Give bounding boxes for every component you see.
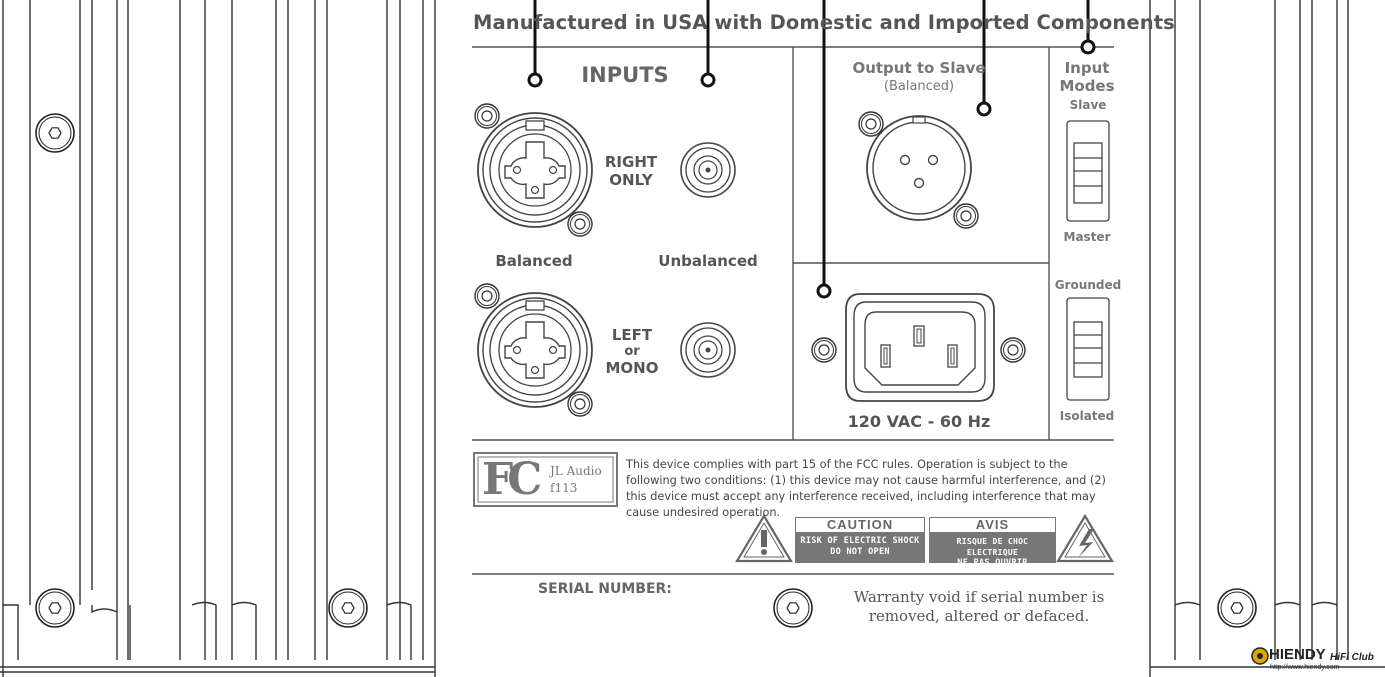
fcc-mark: FC [482, 454, 542, 505]
unbalanced-label: Unbalanced [658, 252, 758, 270]
warranty-notice: Warranty void if serial number is remove… [853, 588, 1105, 625]
mounting-screw [35, 113, 75, 153]
warning-exclamation-icon [735, 513, 793, 563]
balanced-left-connector [477, 292, 593, 408]
balanced-right-connector [477, 112, 593, 228]
fcc-logo [473, 452, 618, 507]
mounting-screw [1217, 588, 1257, 628]
grounded-label: Grounded [1054, 278, 1122, 292]
slave-label: Slave [1069, 98, 1107, 112]
hiendy-logo-icon [1251, 647, 1269, 665]
heatsink-left [0, 0, 436, 677]
inputs-heading: INPUTS [581, 63, 669, 87]
left-mono-label: LEFT or MONO [605, 326, 659, 377]
mounting-screw [35, 588, 75, 628]
power-inlet [845, 293, 995, 402]
ground-switch [1066, 297, 1110, 401]
hiendy-watermark: HIENDY HiFi Club http://www.hiendy.com [1269, 646, 1374, 671]
power-rating-label: 120 VAC - 60 Hz [847, 412, 991, 431]
output-balanced-label: (Balanced) [883, 79, 955, 94]
manufacture-title: Manufactured in USA with Domestic and Im… [473, 11, 1175, 34]
output-to-slave-label: Output to Slave [852, 59, 986, 77]
warning-lightning-icon [1056, 513, 1114, 563]
panel-outline [472, 46, 1114, 575]
serial-number-label: SERIAL NUMBER: [538, 581, 672, 597]
fcc-brand: JL Audio [550, 464, 602, 478]
mounting-screw [773, 588, 813, 628]
input-modes-title: Input Modes [1059, 59, 1115, 95]
heatsink-right [1149, 0, 1385, 677]
mounting-screw [328, 588, 368, 628]
balanced-label: Balanced [495, 252, 573, 270]
right-only-label: RIGHT ONLY [604, 153, 658, 189]
fcc-model: f113 [550, 481, 578, 495]
fcc-compliance-notice: This device complies with part 15 of the… [626, 458, 1106, 519]
output-xlr-connector [866, 115, 972, 221]
caution-label: CAUTION RISK OF ELECTRIC SHOCK DO NOT OP… [795, 517, 925, 563]
input-mode-switch [1066, 120, 1110, 222]
master-label: Master [1063, 230, 1111, 244]
unbalanced-left-rca [680, 322, 736, 378]
avis-label: AVIS RISQUE DE CHOC ELECTRIQUE NE PAS OU… [929, 517, 1056, 568]
unbalanced-right-rca [680, 142, 736, 198]
isolated-label: Isolated [1059, 409, 1115, 423]
callout-markers [527, 39, 1096, 299]
callout-lines [533, 0, 1090, 285]
